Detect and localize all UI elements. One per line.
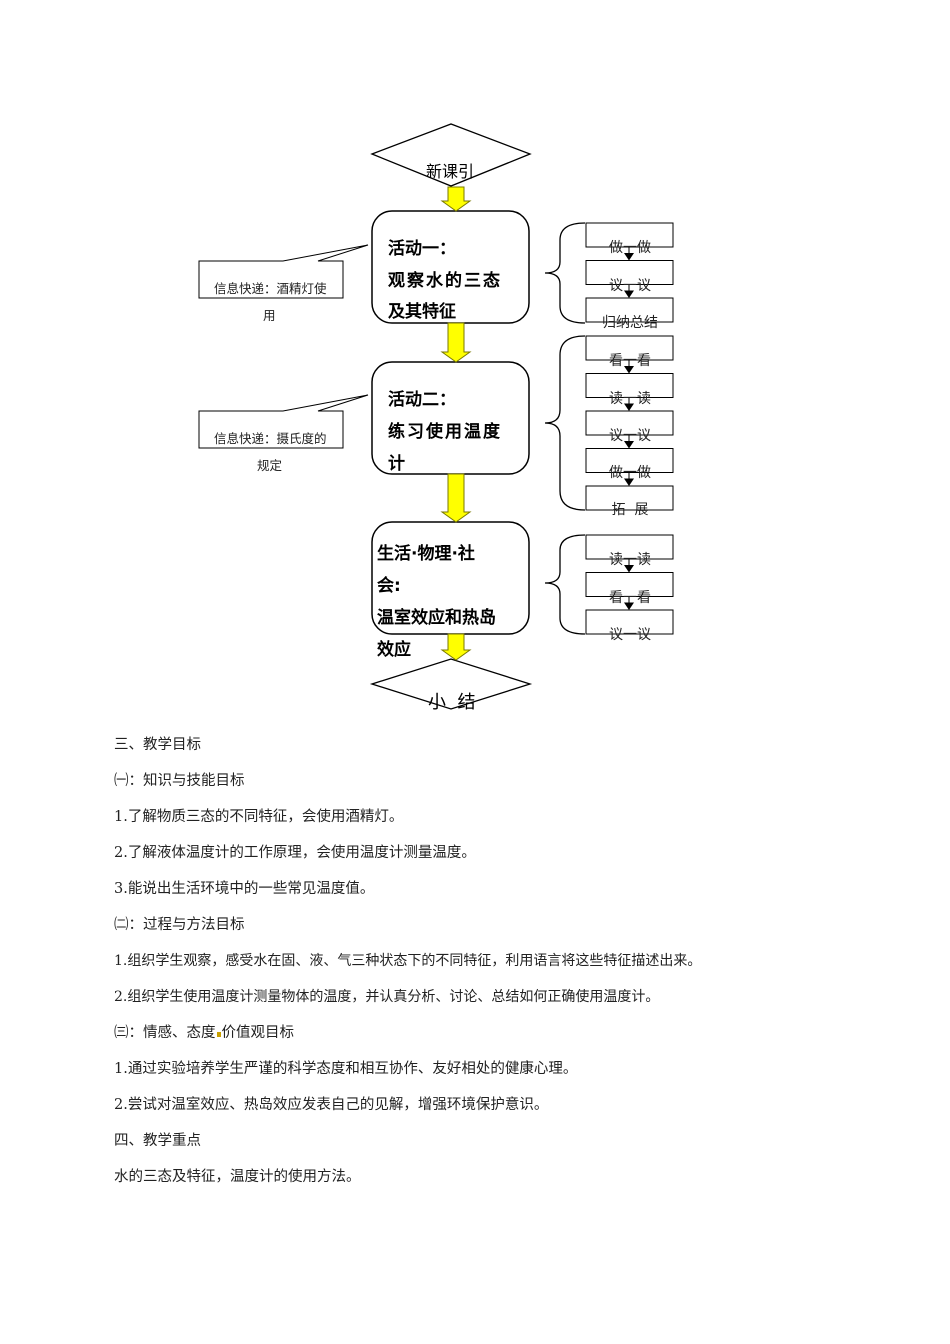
yellow-arrow-down-icon (440, 322, 472, 363)
sub3-heading: ㈢：情感、态度价值观目标 (114, 1023, 294, 1043)
callout-1-shape (198, 244, 369, 299)
activity-3-line-3: 温室效应和热岛 (377, 608, 496, 628)
step-2-4: 做一做 (609, 465, 651, 481)
sub1-item-3: 3.能说出生活环境中的一些常见温度值。 (114, 881, 375, 897)
activity-3-line-4: 效应 (377, 640, 411, 660)
end-node-label: 小 结 (428, 692, 476, 713)
arrow-down-icon (624, 565, 634, 573)
arrow-down-icon (624, 478, 634, 486)
arrow-down-icon (624, 290, 634, 298)
step-box (585, 297, 674, 323)
activity-1-line-1: 活动一： (388, 239, 456, 259)
callout-2-shape (198, 394, 369, 449)
sub1-item-2: 2.了解液体温度计的工作原理，会使用温度计测量温度。 (114, 845, 476, 861)
arrow-down-icon (624, 253, 634, 261)
sub3-item-2: 2.尝试对温室效应、热岛效应发表自己的见解，增强环境保护意识。 (114, 1097, 549, 1113)
callout-1-line-1: 信息快递：酒精灯使 (214, 281, 327, 296)
step-1-3: 归纳总结 (602, 315, 658, 331)
activity-1-line-2: 观察水的三态 (388, 271, 502, 291)
step-box (585, 485, 674, 511)
sub3-heading-part1: ㈢：情感、态度 (114, 1025, 216, 1041)
brace-3 (544, 534, 586, 635)
arrow-down-icon (624, 403, 634, 411)
brace-1 (544, 222, 586, 324)
sub2-item-2: 2.组织学生使用温度计测量物体的温度，并认真分析、讨论、总结如何正确使用温度计。 (114, 989, 660, 1005)
activity-2-line-3: 计 (388, 454, 405, 474)
activity-3-line-2: 会: (377, 576, 401, 596)
sub3-item-1: 1.通过实验培养学生严谨的科学态度和相互协作、友好相处的健康心理。 (114, 1061, 578, 1077)
arrow-down-icon (624, 602, 634, 610)
activity-2-line-1: 活动二： (388, 390, 456, 410)
step-1-1: 做一做 (609, 240, 651, 256)
start-diamond (370, 123, 532, 187)
sub2-heading: ㈡：过程与方法目标 (114, 917, 245, 933)
step-3-2: 看一看 (609, 590, 651, 606)
callout-2-line-1: 信息快递：摄氏度的 (214, 431, 327, 446)
callout-1-line-2: 用 (263, 308, 276, 323)
arrow-down-icon (624, 441, 634, 449)
step-2-3: 议一议 (609, 428, 651, 444)
sub1-item-1: 1.了解物质三态的不同特征，会使用酒精灯。 (114, 809, 404, 825)
yellow-arrow-down-icon (440, 473, 472, 523)
key-points-text: 水的三态及特征，温度计的使用方法。 (114, 1169, 361, 1185)
marker-dot (216, 1032, 221, 1037)
step-2-5: 拓 展 (611, 502, 649, 518)
step-3-3: 议一议 (609, 627, 651, 643)
yellow-arrow-down-icon (440, 186, 472, 212)
callout-2-line-2: 规定 (257, 458, 283, 473)
end-diamond (369, 658, 533, 710)
sub1-heading: ㈠：知识与技能目标 (114, 773, 245, 789)
activity-2-line-2: 练习使用温度 (388, 422, 502, 442)
step-1-2: 议一议 (609, 278, 651, 294)
sub3-heading-part2: 价值观目标 (221, 1025, 295, 1041)
yellow-arrow-down-icon (440, 633, 472, 661)
activity-1-line-3: 及其特征 (388, 302, 456, 322)
brace-2 (544, 335, 586, 511)
start-node-label: 新课引 (426, 162, 475, 181)
step-3-1: 读一读 (609, 552, 651, 568)
activity-3-line-1: 生活·物理·社 (377, 544, 475, 564)
flowchart (198, 123, 674, 710)
step-2-1: 看一看 (609, 353, 651, 369)
step-box (585, 609, 674, 635)
sub2-item-1: 1.组织学生观察，感受水在固、液、气三种状态下的不同特征，利用语言将这些特征描述… (114, 953, 702, 969)
arrow-down-icon (624, 366, 634, 374)
step-2-2: 读一读 (609, 391, 651, 407)
key-points-heading: 四、教学重点 (114, 1133, 201, 1149)
objectives-heading: 三、教学目标 (114, 737, 201, 753)
